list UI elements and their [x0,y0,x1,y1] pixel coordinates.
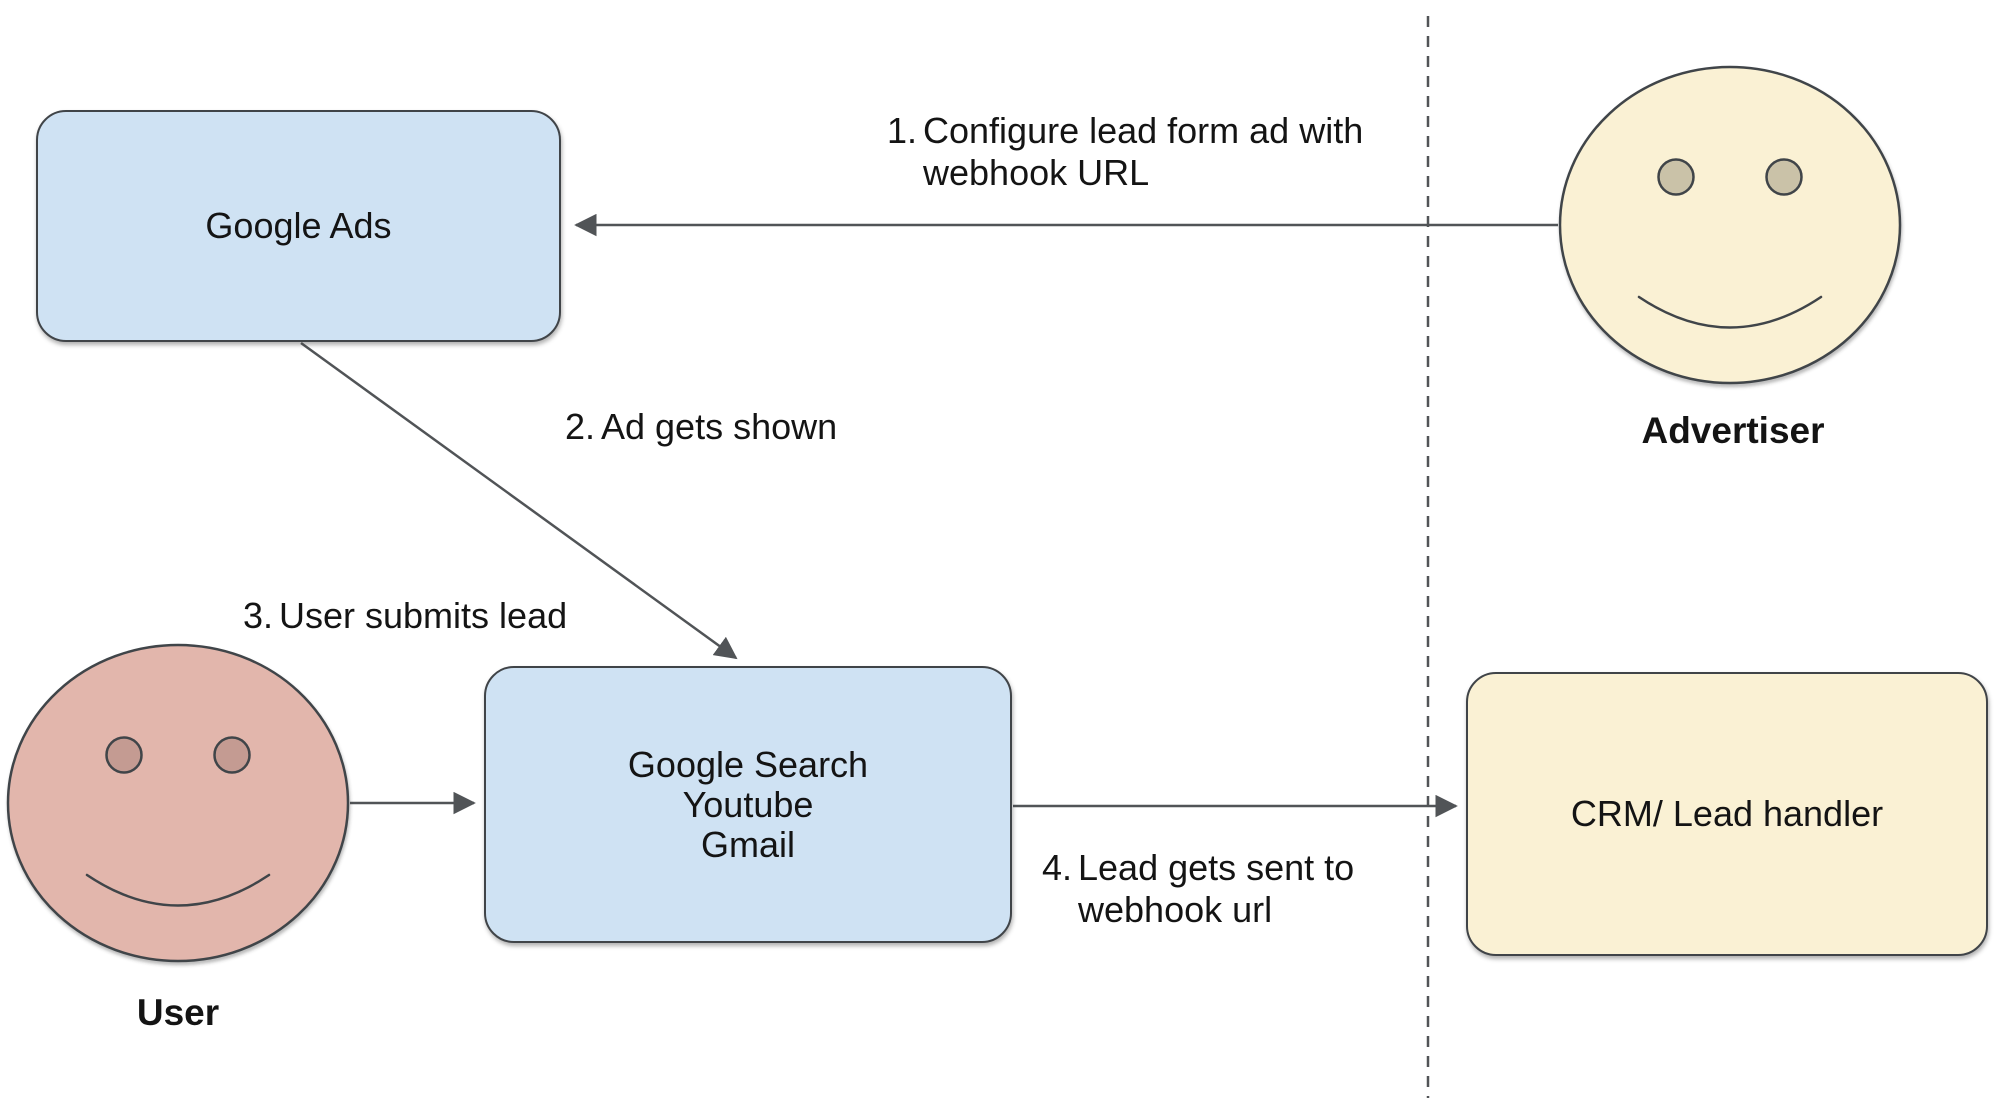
step-4-number: 4. [1042,847,1073,888]
google-properties-box: Google Search Youtube Gmail [484,666,1012,943]
step-1-text-line-2: webhook URL [923,152,1150,193]
step-1-number: 1. [887,110,918,151]
user-right-eye [213,736,251,774]
step-2-label: 2. Ad gets shown [565,406,837,448]
step-3-number: 3. [243,595,274,636]
advertiser-smile [1637,295,1823,329]
user-smile [85,873,271,907]
step-2-text-line-1: Ad gets shown [601,406,838,447]
user-smiley-icon [6,643,350,963]
arrow-2-googleads-to-platforms [300,341,738,660]
step-1-label: 1. Configure lead form ad with webhook U… [887,110,1363,194]
crm-label: CRM/ Lead handler [1570,793,1884,834]
step-3-text-line-1: User submits lead [279,595,568,636]
step-3-label: 3. User submits lead [243,595,567,637]
advertiser-label: Advertiser [1641,410,1825,451]
user-left-eye [105,736,143,774]
step-2-number: 2. [565,406,596,447]
step-4-label: 4. Lead gets sent to webhook url [1042,847,1354,931]
platforms-line-3: Gmail [700,823,795,865]
advertiser-smiley-icon [1558,65,1902,385]
crm-box: CRM/ Lead handler [1466,672,1988,956]
step-1-text-line-1: Configure lead form ad with [923,110,1364,151]
platforms-line-1: Google Search [627,743,869,785]
step-4-text-line-1: Lead gets sent to [1078,847,1355,888]
google-ads-label: Google Ads [205,205,392,246]
step-4-text-line-2: webhook url [1078,889,1273,930]
platforms-line-2: Youtube [682,783,814,825]
advertiser-right-eye [1765,158,1803,196]
google-ads-box: Google Ads [36,110,561,342]
advertiser-left-eye [1657,158,1695,196]
user-label: User [136,992,220,1033]
